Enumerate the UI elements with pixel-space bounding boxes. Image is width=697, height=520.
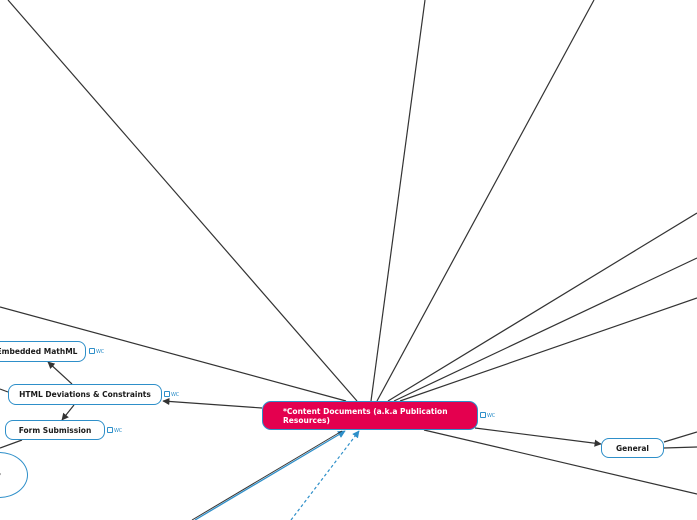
link-central-to-right-1 [387,212,697,402]
link-central-to-html-deviations [162,397,263,409]
html-deviations-wc-badge[interactable]: WC [164,391,179,398]
link-central-to-top-mid [370,0,426,402]
link-html-deviations-to-left [0,388,9,393]
html-deviations-node[interactable]: HTML Deviations & Constraints [8,384,162,405]
link-bottom-left-solid-blue [194,430,346,520]
form-submission-label: Form Submission [18,425,92,435]
central-topic-node[interactable]: *Content Documents (a.k.a Publication Re… [262,401,478,430]
html-deviations-label: HTML Deviations & Constraints [19,390,151,399]
link-bottom-dashed-blue [290,430,360,520]
link-html-deviations-to-form [61,404,75,421]
embedded-mathml-label: Embedded MathML [0,347,78,356]
link-central-to-right-3 [399,297,697,402]
link-general-to-right-2 [663,446,697,449]
link-central-to-top-right [376,0,595,402]
general-node[interactable]: General [601,438,664,458]
link-central-to-left-offscreen [0,306,347,402]
link-html-deviations-to-mathml [47,361,73,385]
central-topic-label: *Content Documents (a.k.a Publication Re… [283,406,448,425]
embedded-mathml-wc-badge[interactable]: WC [89,348,104,355]
central-wc-badge[interactable]: WC [480,412,495,419]
general-label: General [616,443,649,453]
form-submission-node[interactable]: Form Submission [5,420,105,440]
link-central-to-top-left [7,0,358,402]
link-form-to-bubble [0,439,23,449]
link-central-to-bottom-right [423,429,697,495]
link-central-to-general [474,427,602,447]
link-bottom-left-solid-dark [191,430,343,520]
link-central-to-right-2 [393,257,697,402]
embedded-mathml-node[interactable]: Embedded MathML [0,341,86,362]
partial-bubble-label: y [0,471,1,480]
link-general-to-right-1 [663,431,697,443]
form-submission-wc-badge[interactable]: WC [107,427,122,434]
